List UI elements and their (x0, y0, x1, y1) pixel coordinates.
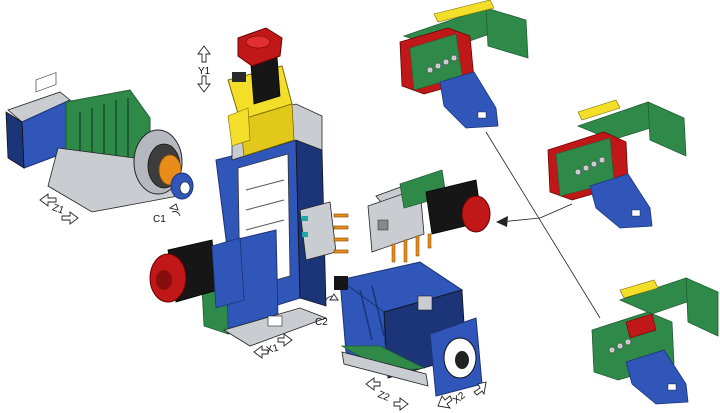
y1-axis-arrow (197, 45, 211, 93)
tool-variant-top (399, 0, 529, 129)
z2-label: Z2 (376, 389, 391, 404)
z2-spindle-head (334, 261, 483, 397)
y1-label: Y1 (198, 66, 211, 77)
c1-axis-arrow (168, 203, 181, 217)
z2-axis-arrow (365, 377, 409, 411)
y1-motor (227, 27, 295, 157)
x1-label: X1 (265, 342, 280, 356)
x2-label: X2 (451, 390, 468, 406)
tool-block (299, 201, 349, 261)
pointer-arrow (496, 216, 508, 227)
z1-axis-arrow (39, 193, 79, 225)
tool-variant-middle (547, 99, 687, 229)
c1-label: C1 (153, 214, 166, 225)
x1-motor (149, 237, 245, 309)
z1-spindle-head (5, 72, 194, 213)
tool-variant-bottom (591, 277, 719, 405)
x2-axis-arrow (437, 381, 487, 409)
x1-axis-arrow (253, 333, 293, 359)
c2-axis-arrow (325, 293, 339, 305)
driven-tool-module (367, 169, 491, 263)
c2-label: C2 (315, 317, 328, 328)
z1-label: Z1 (51, 202, 66, 216)
